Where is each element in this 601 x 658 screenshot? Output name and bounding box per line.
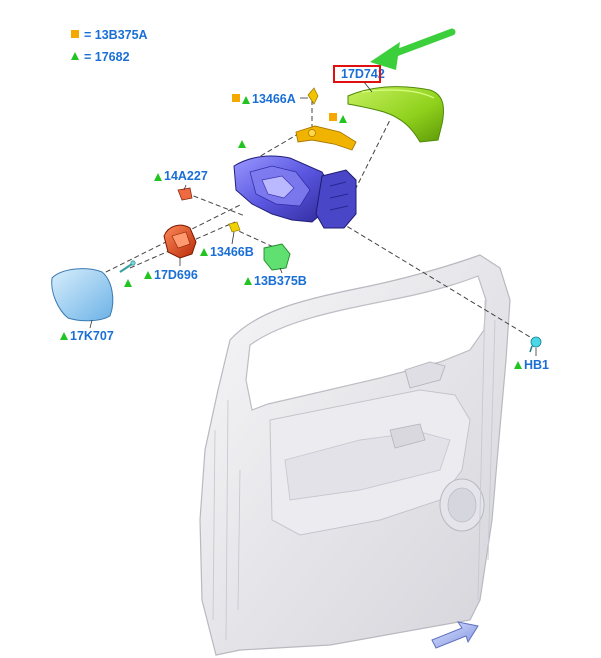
callout-HB1: HB1 <box>524 358 549 372</box>
callout-17K707: 17K707 <box>70 329 114 343</box>
part-14A227 <box>177 187 193 201</box>
callout-14A227: 14A227 <box>164 169 208 183</box>
navigation-arrow-icon[interactable] <box>431 621 479 649</box>
callout-17D742: 17D742 <box>341 67 385 81</box>
callout-13466A: 13466A <box>252 92 296 106</box>
part-pin <box>119 260 136 273</box>
callout-13B375B: 13B375B <box>254 274 307 288</box>
callout-markers <box>60 94 522 369</box>
callout-17D696: 17D696 <box>154 268 198 282</box>
mirror-glass <box>51 268 114 322</box>
pin-lines <box>89 81 537 356</box>
cap-bracket <box>295 87 357 151</box>
legend-square-marker <box>71 30 79 38</box>
part-13466B <box>228 221 241 233</box>
callout-labels: 17D742 13466A 14A227 13466B 17D696 13B37… <box>70 65 549 372</box>
bolt-HB1 <box>529 336 542 353</box>
legend-triangle-marker <box>71 52 79 60</box>
legend-13B375A: = 13B375A <box>84 28 148 42</box>
mirror-cap <box>347 86 444 143</box>
legend-17682: = 17682 <box>84 50 130 64</box>
door-panel <box>199 254 511 656</box>
pointer-arrow-icon <box>370 28 456 70</box>
mirror-motor <box>163 224 197 259</box>
mirror-housing <box>233 155 357 229</box>
part-13B375B <box>263 243 291 271</box>
callout-13466B: 13466B <box>210 245 254 259</box>
highlight-box <box>333 65 381 83</box>
legend: = 13B375A = 17682 <box>71 28 148 64</box>
